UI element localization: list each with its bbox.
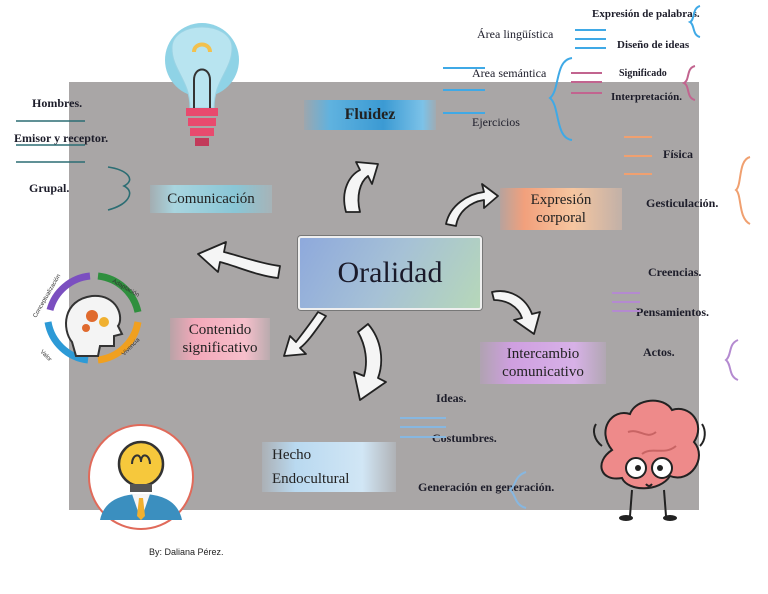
item-pensamientos: Pensamientos.: [636, 305, 709, 319]
item-grupal: Grupal.: [29, 181, 70, 195]
item-area-semantica: Área semántica: [472, 66, 547, 80]
arrows: [197, 161, 541, 401]
item-costumbres: Costumbres.: [432, 431, 497, 445]
central-node: Oralidad: [298, 236, 482, 310]
item-actos: Actos.: [643, 345, 675, 359]
lightbulb-icon: [165, 23, 239, 146]
node-contenido-significativo: Contenido significativo: [170, 318, 270, 360]
item-significado: Significado: [619, 68, 667, 79]
expresion-lines: [624, 136, 751, 225]
item-hombres: Hombres.: [32, 96, 83, 110]
person-lightbulb-icon: [88, 424, 194, 530]
node-fluidez: Fluidez: [304, 100, 436, 130]
node-intercambio-comunicativo: Intercambio comunicativo: [480, 342, 606, 384]
item-diseno-ideas: Diseño de ideas: [617, 39, 690, 51]
comunicacion-lines: [16, 120, 131, 211]
node-hecho-endocultural: Hecho Endocultural: [262, 442, 396, 492]
semantica-lines: [571, 65, 696, 101]
item-area-linguistica: Área lingüística: [477, 27, 554, 41]
brain-character-icon: [593, 399, 706, 521]
item-creencias: Creencias.: [648, 265, 702, 279]
fluidez-lines: [443, 5, 701, 141]
item-emisor-receptor: Emisor y receptor.: [14, 131, 109, 145]
item-expresion-palabras: Expresión de palabras.: [592, 8, 700, 20]
svg-text:Adaptación: Adaptación: [111, 279, 140, 299]
node-expresion-corporal: Expresión corporal: [500, 188, 622, 230]
node-comunicacion: Comunicación: [150, 185, 272, 213]
item-ejercicios: Ejercicios: [472, 115, 520, 129]
item-ideas: Ideas.: [436, 391, 467, 405]
item-fisica: Física: [663, 147, 693, 161]
svg-text:Valor: Valor: [39, 349, 53, 363]
hecho-lines: [400, 417, 527, 509]
item-generacion: Generación en generación.: [418, 480, 555, 494]
intercambio-lines: [612, 292, 739, 381]
item-gesticulacion: Gesticulación.: [646, 196, 719, 210]
byline: By: Daliana Pérez.: [149, 547, 224, 557]
central-node-label: Oralidad: [337, 256, 443, 289]
item-interpretacion: Interpretación.: [611, 91, 682, 103]
cycle-head-icon: [44, 272, 142, 364]
